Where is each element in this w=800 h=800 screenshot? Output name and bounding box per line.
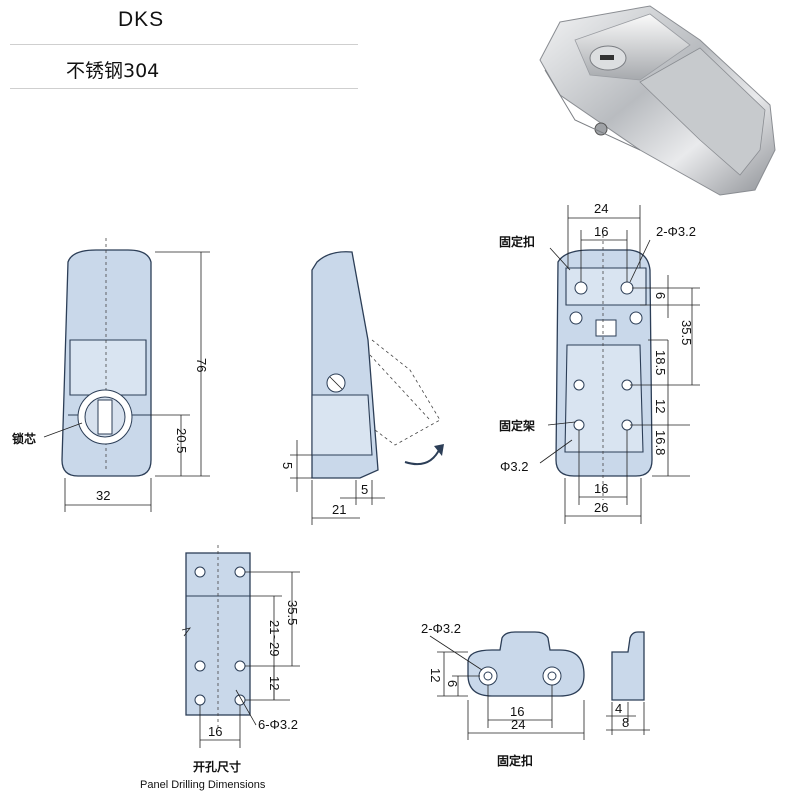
drill-dim-range: 21~29 (267, 620, 282, 657)
header-divider (10, 88, 358, 89)
drill-pitch: 16 (208, 724, 222, 739)
dim-holes-top: 2-Φ3.2 (656, 224, 696, 239)
keeper-label: 固定扣 (499, 234, 535, 249)
keeper-view: 2-Φ3.2 12 6 16 24 固定扣 (421, 621, 585, 768)
dim-18-5: 18.5 (653, 350, 668, 375)
drill-dim-12: 12 (267, 676, 282, 690)
dim-35-5: 35.5 (679, 320, 694, 345)
dim-lock-height: 20.5 (174, 428, 189, 453)
rotation-arrow-icon (404, 447, 441, 466)
dim-hole-single: Φ3.2 (500, 459, 528, 474)
material-label: 不锈钢304 (66, 60, 160, 82)
side-view: 5 5 21 (280, 251, 444, 525)
model-code: DKS (118, 8, 165, 31)
drill-dim-35-5: 35.5 (285, 600, 300, 625)
dim-bottom-height: 5 (280, 462, 295, 469)
panel-drilling-view: 35.5 21~29 12 6-Φ3.2 16 开孔尺寸 Panel Drill… (140, 545, 300, 791)
frame-label: 固定架 (499, 418, 535, 433)
product-photo (539, 5, 776, 196)
dim-bottom-width: 26 (594, 500, 608, 515)
keeper-side-thickness: 4 (615, 701, 622, 716)
dim-top-width: 24 (594, 201, 608, 216)
dim-bottom-pitch: 16 (594, 481, 608, 496)
dim-depth: 21 (332, 502, 346, 517)
key-slot-icon (97, 399, 113, 435)
key-slot-icon (600, 55, 614, 60)
drilling-caption-cn: 开孔尺寸 (193, 759, 241, 774)
dim-12: 12 (653, 399, 668, 413)
keeper-pitch: 16 (510, 704, 524, 719)
lock-core-label: 锁芯 (12, 431, 36, 446)
dim-6: 6 (653, 292, 668, 299)
keeper-hole-offset: 6 (445, 680, 460, 687)
keeper-holes: 2-Φ3.2 (421, 621, 461, 636)
dim-depth-small: 5 (361, 482, 368, 497)
keeper-width: 24 (511, 717, 525, 732)
dim-16-8: 16.8 (653, 430, 668, 455)
header-divider (10, 44, 358, 45)
back-view: 24 16 2-Φ3.2 固定扣 固定架 Φ3.2 6 35.5 18.5 12… (499, 201, 700, 524)
dim-hole-pitch-top: 16 (594, 224, 608, 239)
keeper-side-view: 4 8 (606, 631, 650, 735)
drilling-caption-en: Panel Drilling Dimensions (140, 779, 266, 791)
dim-height: 76 (194, 358, 209, 372)
drill-holes: 6-Φ3.2 (258, 717, 298, 732)
keeper-caption: 固定扣 (497, 753, 533, 768)
front-view: 锁芯 76 20.5 32 (12, 238, 210, 512)
drill-hole (194, 566, 246, 706)
keeper-height: 12 (428, 668, 443, 682)
dim-width: 32 (96, 488, 110, 503)
keeper-side-depth: 8 (622, 715, 629, 730)
